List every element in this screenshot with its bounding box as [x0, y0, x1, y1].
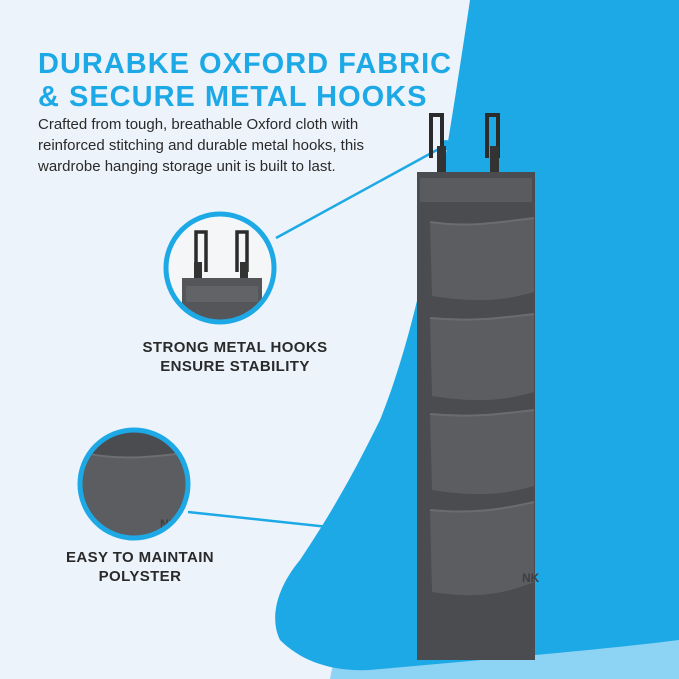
polyester-caption-line-1: EASY TO MAINTAIN — [65, 549, 215, 566]
hooks-caption-line-2: ENSURE STABILITY — [160, 358, 310, 375]
description-text: Crafted from tough, breathable Oxford cl… — [38, 116, 365, 175]
door-hook-right — [485, 113, 500, 176]
pocket-4 — [429, 501, 535, 596]
brand-logo: NK — [522, 571, 540, 585]
hooks-caption-line-1: STRONG METAL HOOKS — [142, 339, 328, 356]
headline-line-2: & SECURE METAL HOOKS — [38, 81, 428, 113]
pocket-1 — [429, 217, 535, 301]
hooks-caption: STRONG METAL HOOKS ENSURE STABILITY — [120, 338, 350, 376]
pocket-2 — [429, 313, 535, 401]
hanging-organizer: NK — [417, 172, 540, 660]
fabric-connector-line — [187, 510, 451, 542]
pocket-3 — [429, 409, 535, 495]
headline-line-1: DURABKE OXFORD FABRIC — [38, 48, 453, 80]
fabric-detail-circle: NK — [77, 427, 191, 541]
polyester-caption-line-2: POLYSTER — [98, 568, 182, 585]
hooks-detail-circle — [163, 211, 277, 325]
hooks-connector-line — [275, 143, 447, 240]
polyester-caption: EASY TO MAINTAIN POLYSTER — [40, 548, 240, 586]
door-hook-left — [429, 113, 446, 176]
headline: DURABKE OXFORD FABRIC & SECURE METAL HOO… — [38, 48, 452, 114]
